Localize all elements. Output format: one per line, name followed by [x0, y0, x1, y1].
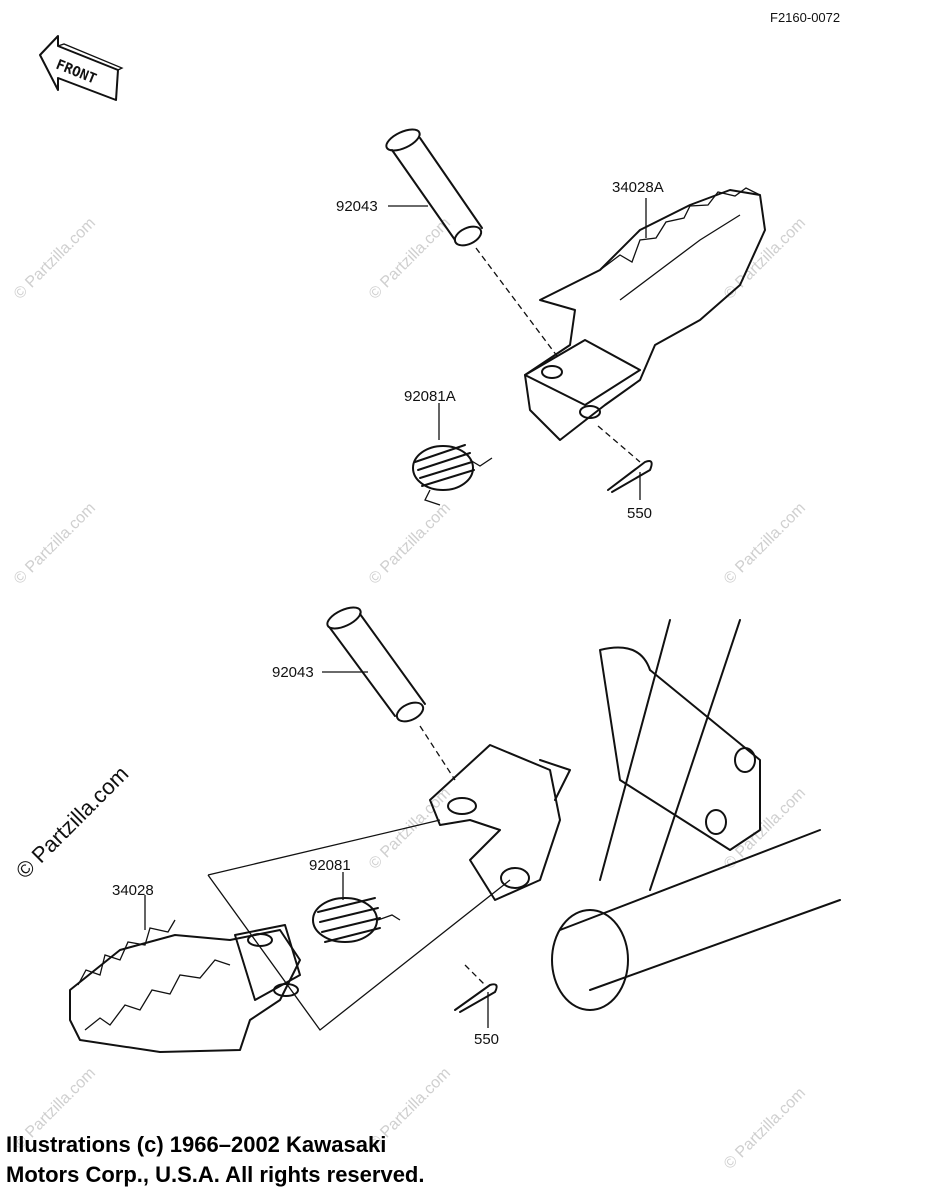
- copyright-notice: Illustrations (c) 1966–2002 Kawasaki Mot…: [6, 1130, 424, 1190]
- part-label-lower-cotter: 550: [474, 1031, 499, 1048]
- lower-pin-part: [326, 606, 426, 723]
- watermark: © Partzilla.com: [11, 215, 99, 303]
- part-label-upper-footpeg: 34028A: [612, 179, 664, 196]
- watermark: © Partzilla.com: [366, 500, 454, 588]
- frame-part: [539, 619, 841, 1011]
- watermark: © Partzilla.com: [721, 500, 809, 588]
- lower-footpeg-part: [69, 919, 301, 1053]
- watermark-group: © Partzilla.com © Partzilla.com © Partzi…: [11, 215, 809, 1173]
- lower-assembly: 92043 34028 92081: [69, 606, 841, 1053]
- mount-bracket-part: [429, 744, 561, 901]
- lower-cotter-part: [454, 983, 498, 1013]
- upper-footpeg-part: [524, 187, 766, 441]
- watermark: © Partzilla.com: [366, 215, 454, 303]
- part-label-lower-footpeg: 34028: [112, 882, 154, 899]
- upper-assembly: 92043 34028A 92081A 550: [336, 128, 766, 522]
- front-label: FRONT: [54, 57, 99, 88]
- part-label-lower-spring: 92081: [309, 857, 351, 874]
- watermark: © Partzilla.com: [366, 785, 454, 873]
- copyright-line-1: Illustrations (c) 1966–2002 Kawasaki: [6, 1132, 387, 1157]
- lower-spring-part: [312, 897, 401, 943]
- watermark: © Partzilla.com: [721, 1085, 809, 1173]
- part-label-upper-pin: 92043: [336, 198, 378, 215]
- watermark: © Partzilla.com: [11, 500, 99, 588]
- front-arrow-icon: FRONT: [39, 35, 124, 101]
- part-label-upper-cotter: 550: [627, 505, 652, 522]
- upper-cotter-part: [607, 460, 653, 493]
- part-label-upper-spring: 92081A: [404, 388, 456, 405]
- watermark-dark: © Partzilla.com: [11, 761, 134, 884]
- upper-spring-part: [412, 444, 493, 506]
- upper-pin-part: [385, 128, 483, 247]
- watermark: © Partzilla.com: [721, 785, 809, 873]
- figure-code: F2160-0072: [770, 10, 840, 25]
- copyright-line-2: Motors Corp., U.S.A. All rights reserved…: [6, 1162, 425, 1187]
- part-label-lower-pin: 92043: [272, 664, 314, 681]
